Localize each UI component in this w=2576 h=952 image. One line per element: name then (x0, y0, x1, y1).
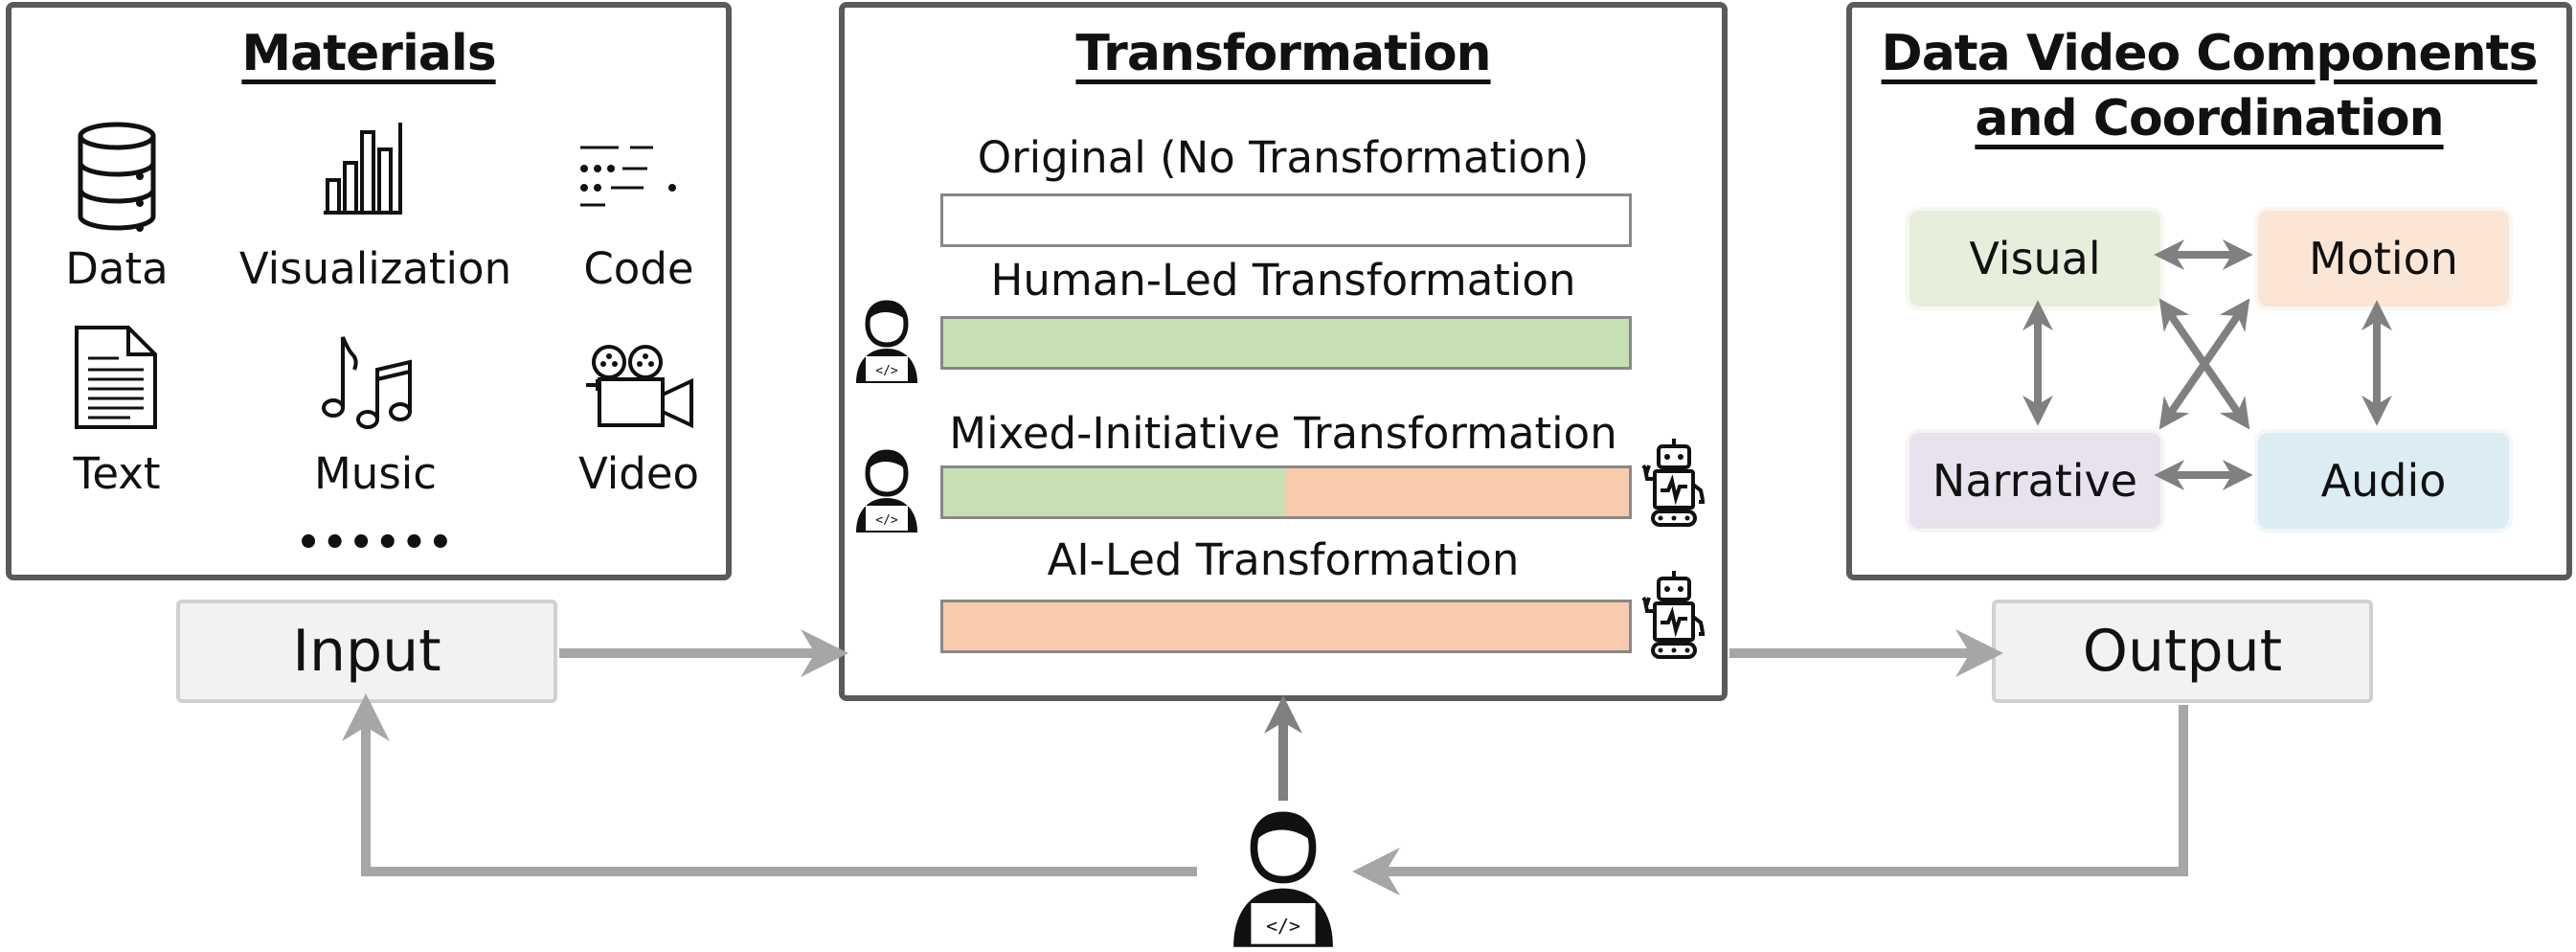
svg-text:</>: </> (875, 513, 898, 528)
node-narrative: Narrative (1906, 429, 2164, 533)
robot-icon (1641, 439, 1705, 527)
transformation-title: Transformation (1075, 25, 1491, 82)
bar-mixed (940, 465, 1632, 519)
arrow-human-to-input (342, 693, 1197, 876)
bar-human-fill (943, 319, 1629, 367)
robot-icon (1641, 571, 1705, 659)
human-coder-icon: </> (856, 449, 917, 533)
human-coder-icon: </> (1233, 811, 1333, 947)
database-icon (78, 122, 156, 232)
arrow-output-loop (1352, 705, 2188, 895)
bar-original (940, 193, 1632, 247)
components-title-line1: Data Video Components (1881, 25, 2539, 82)
svg-text:</>: </> (875, 364, 898, 378)
row-label-human-led: Human-Led Transformation (990, 255, 1576, 306)
code-icon (580, 146, 676, 207)
video-camera-icon (586, 345, 693, 429)
material-label-code: Code (583, 243, 694, 294)
bar-ai-fill (943, 602, 1629, 650)
input-box: Input (176, 600, 557, 703)
materials-panel: Materials Data Visualization Code (6, 2, 732, 580)
document-icon (75, 326, 157, 429)
material-label-data: Data (65, 243, 169, 294)
row-label-original: Original (No Transformation) (977, 132, 1590, 183)
materials-title: Materials (241, 25, 496, 82)
components-title-line2: and Coordination (1975, 90, 2444, 147)
arrow-motion-narrative (2158, 298, 2250, 430)
more-ellipsis: •••••• (296, 521, 455, 565)
transformation-panel: Transformation Original (No Transformati… (839, 2, 1728, 701)
material-label-text: Text (73, 448, 161, 499)
material-label-video: Video (577, 448, 700, 499)
bar-mixed-ai-fill (1286, 468, 1629, 516)
row-label-mixed: Mixed-Initiative Transformation (949, 408, 1617, 459)
node-audio: Audio (2254, 429, 2513, 533)
node-visual: Visual (1906, 207, 2164, 310)
bar-mixed-human-fill (943, 468, 1286, 516)
music-icon (322, 336, 412, 429)
material-label-visualization: Visualization (238, 243, 512, 294)
material-label-music: Music (313, 448, 438, 499)
bar-chart-icon (324, 123, 402, 215)
svg-text:</>: </> (1266, 915, 1300, 937)
components-panel: Data Video Components and Coordination V… (1846, 2, 2572, 580)
bar-ai-led (940, 600, 1632, 653)
human-coder-icon: </> (856, 300, 917, 383)
bar-human-led (940, 316, 1632, 370)
row-label-ai-led: AI-Led Transformation (1047, 534, 1520, 585)
